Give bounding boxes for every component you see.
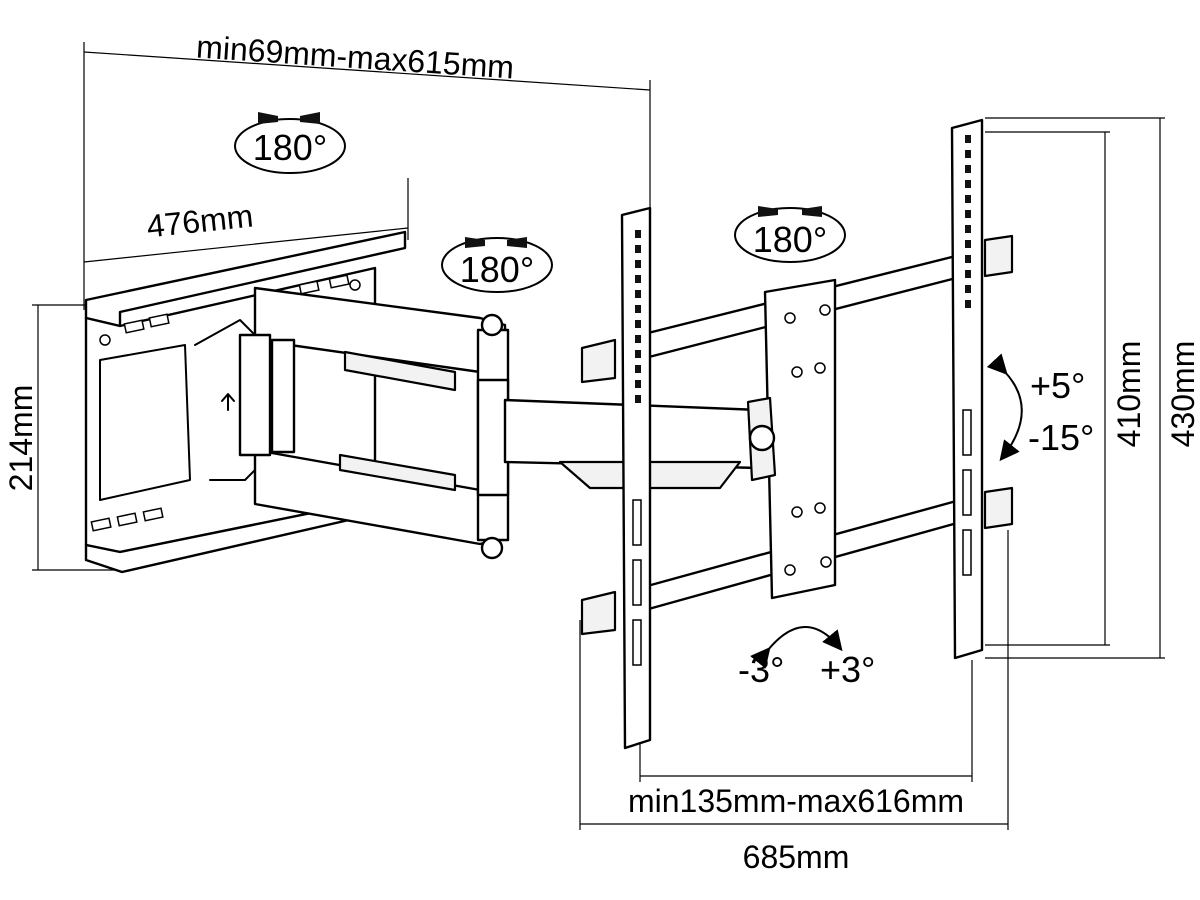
dimension-lines bbox=[32, 42, 1165, 830]
right-vertical-bracket bbox=[950, 118, 1014, 660]
left-bracket-holes bbox=[632, 230, 642, 666]
rotation-indicator-middle: 180° bbox=[441, 237, 553, 293]
right-bracket-holes bbox=[962, 135, 972, 576]
tilt-up-label: +5° bbox=[1030, 365, 1085, 406]
overall-width-label: 685mm bbox=[743, 839, 850, 875]
rotation-indicator-head: 180° bbox=[734, 206, 846, 263]
rotation-indicator-top: 180° bbox=[234, 112, 346, 174]
wall-plate-width-label: 476mm bbox=[145, 198, 255, 245]
extension-dimension-label: min69mm-max615mm bbox=[195, 28, 515, 85]
rotation-label-head: 180° bbox=[753, 219, 827, 260]
level-right-label: +3° bbox=[820, 649, 875, 690]
wall-plate-height-label: 214mm bbox=[3, 385, 39, 492]
level-arrow bbox=[750, 626, 843, 669]
tilt-head bbox=[638, 253, 970, 612]
vesa-horizontal-label: min135mm-max616mm bbox=[628, 783, 964, 819]
rotation-label-top: 180° bbox=[253, 127, 327, 168]
tilt-arrow bbox=[986, 353, 1023, 462]
left-vertical-bracket bbox=[580, 206, 652, 750]
first-arm bbox=[238, 286, 510, 560]
tilt-down-label: -15° bbox=[1028, 417, 1094, 458]
outer-height-label: 430mm bbox=[1165, 341, 1200, 448]
inner-height-label: 410mm bbox=[1111, 341, 1147, 448]
level-left-label: -3° bbox=[738, 649, 784, 690]
rotation-label-middle: 180° bbox=[460, 249, 534, 290]
